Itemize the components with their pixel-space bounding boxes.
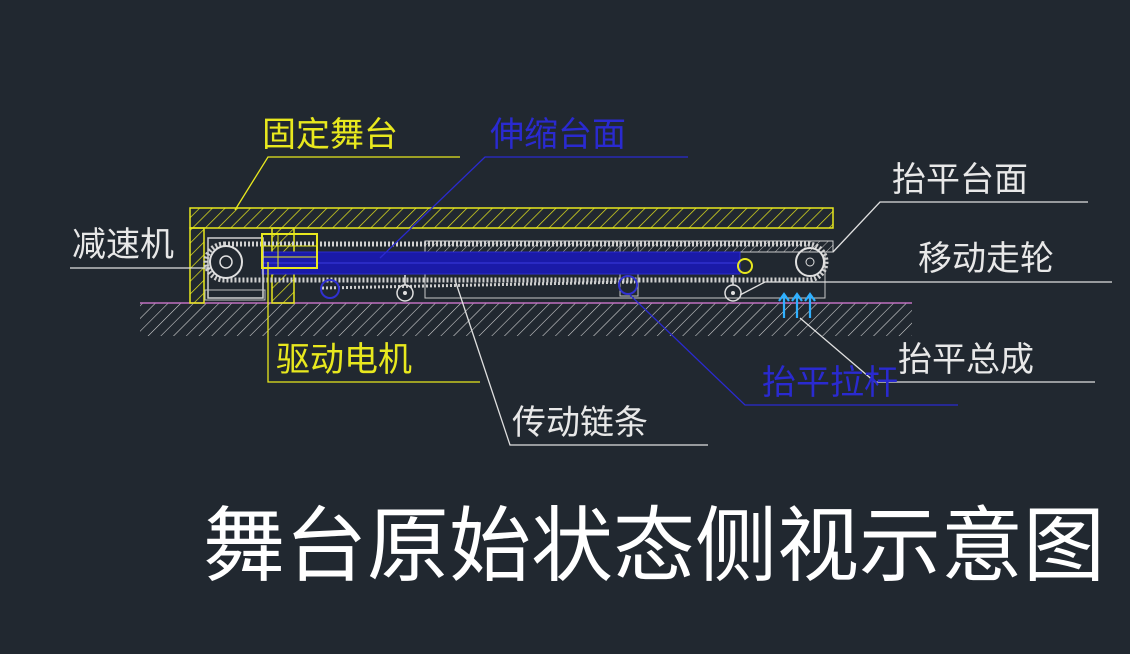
label-drive-chain: 传动链条 — [512, 403, 648, 443]
leveling-arrows — [778, 292, 816, 318]
drive-motor — [261, 233, 318, 269]
reducer-sprocket — [209, 245, 243, 279]
leader-drive-chain — [454, 279, 708, 446]
idler-wheel — [737, 258, 753, 274]
drive-motor-body — [261, 233, 318, 269]
leader-moving-wheel — [739, 281, 1112, 296]
leveling-roller — [618, 275, 638, 295]
label-fixed-stage: 固定舞台 — [262, 115, 398, 155]
label-moving-wheel: 移动走轮 — [918, 239, 1054, 279]
rear-sprocket-hub — [805, 257, 815, 267]
leader-leveling-deck — [832, 201, 1088, 253]
leader-leveling-rod — [629, 294, 958, 406]
reducer-housing — [207, 237, 264, 299]
rear-sprocket — [737, 247, 825, 277]
moving-wheels — [320, 275, 742, 302]
label-leveling-assembly: 抬平总成 — [898, 340, 1034, 380]
label-telescopic-deck: 伸缩台面 — [490, 115, 626, 155]
wheel-1-hub — [403, 291, 407, 295]
label-leveling-rod: 抬平拉杆 — [762, 363, 898, 403]
labels: 固定舞台 伸缩台面 抬平台面 减速机 移动走轮 驱动电机 抬平总成 抬平拉杆 传… — [72, 115, 1054, 443]
reducer-hub — [219, 255, 233, 269]
reducer-base — [204, 289, 266, 301]
label-leveling-deck: 抬平台面 — [892, 160, 1028, 200]
leader-lines — [70, 156, 1112, 446]
chain-roller — [320, 279, 340, 299]
label-drive-motor: 驱动电机 — [276, 340, 412, 380]
label-reducer: 减速机 — [72, 225, 174, 265]
leader-drive-motor — [267, 262, 480, 383]
fixed-stage-deck — [189, 207, 834, 229]
telescopic-deck — [261, 251, 741, 275]
leader-fixed-stage — [234, 156, 460, 211]
fixed-stage-left-wall — [189, 227, 205, 304]
arrow-3 — [804, 292, 816, 318]
arrow-1 — [778, 292, 790, 318]
lower-chain — [321, 280, 636, 290]
leader-telescopic-deck — [379, 156, 688, 259]
rear-sprocket-ring — [795, 247, 825, 277]
diagram-title: 舞台原始状态侧视示意图 — [203, 499, 1105, 594]
wheel-2-hub — [731, 291, 735, 295]
leader-leveling-assembly — [799, 317, 1095, 383]
arrow-2 — [791, 292, 803, 318]
